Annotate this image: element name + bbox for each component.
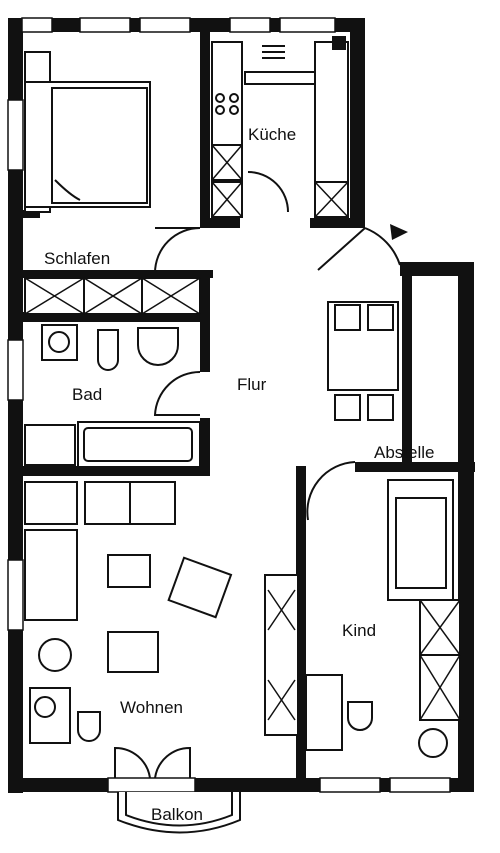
living-furniture — [24, 481, 233, 744]
kids-furniture — [264, 479, 461, 758]
entrance-arrow-icon — [390, 224, 408, 240]
balcony — [117, 792, 241, 834]
room-label-bad: Bad — [72, 385, 102, 404]
bedroom-furniture — [24, 51, 151, 213]
room-label-flur: Flur — [237, 375, 267, 394]
room-label-kueche: Küche — [248, 125, 296, 144]
bathroom-furniture — [24, 324, 201, 468]
room-label-schlafen: Schlafen — [44, 249, 110, 268]
bathroom-door — [153, 370, 201, 416]
bedroom-door — [154, 227, 201, 274]
kitchen-furniture — [211, 36, 349, 218]
windows — [7, 17, 451, 793]
room-label-kind: Kind — [342, 621, 376, 640]
hall-furniture — [327, 301, 399, 421]
kitchen-door — [247, 171, 289, 213]
storage-door — [306, 461, 356, 521]
wardrobe-band — [24, 277, 201, 315]
room-label-wohnen: Wohnen — [120, 698, 183, 717]
room-label-abstelle: Abstelle — [374, 443, 434, 462]
entrance-door — [317, 227, 401, 271]
balcony-door — [114, 746, 191, 779]
interior-walls — [8, 18, 475, 781]
room-label-balkon: Balkon — [151, 805, 203, 824]
